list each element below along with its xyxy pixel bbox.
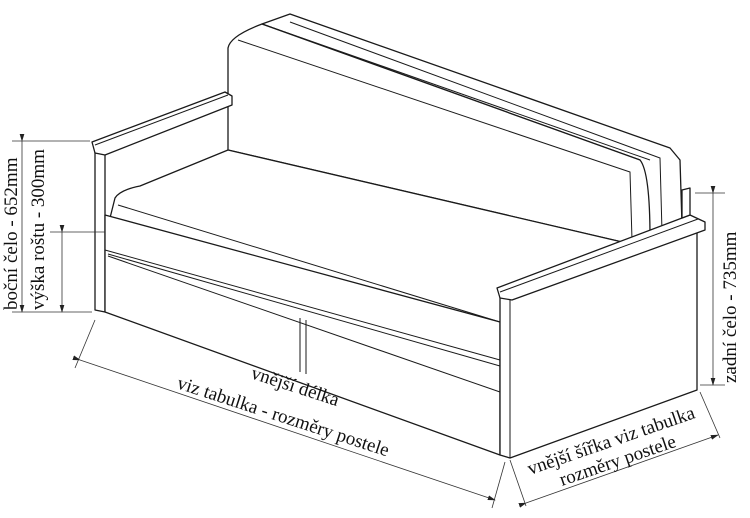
right-side-panel xyxy=(496,187,706,459)
dimension-lines xyxy=(12,133,725,509)
backrest xyxy=(227,13,683,246)
slat-height-label: výška roštu - 300mm xyxy=(28,149,49,310)
left-armrest xyxy=(91,91,233,313)
back-panel-label: zadní čelo - 735mm xyxy=(720,231,741,383)
side-panel-label: boční čelo - 652mm xyxy=(1,157,22,310)
